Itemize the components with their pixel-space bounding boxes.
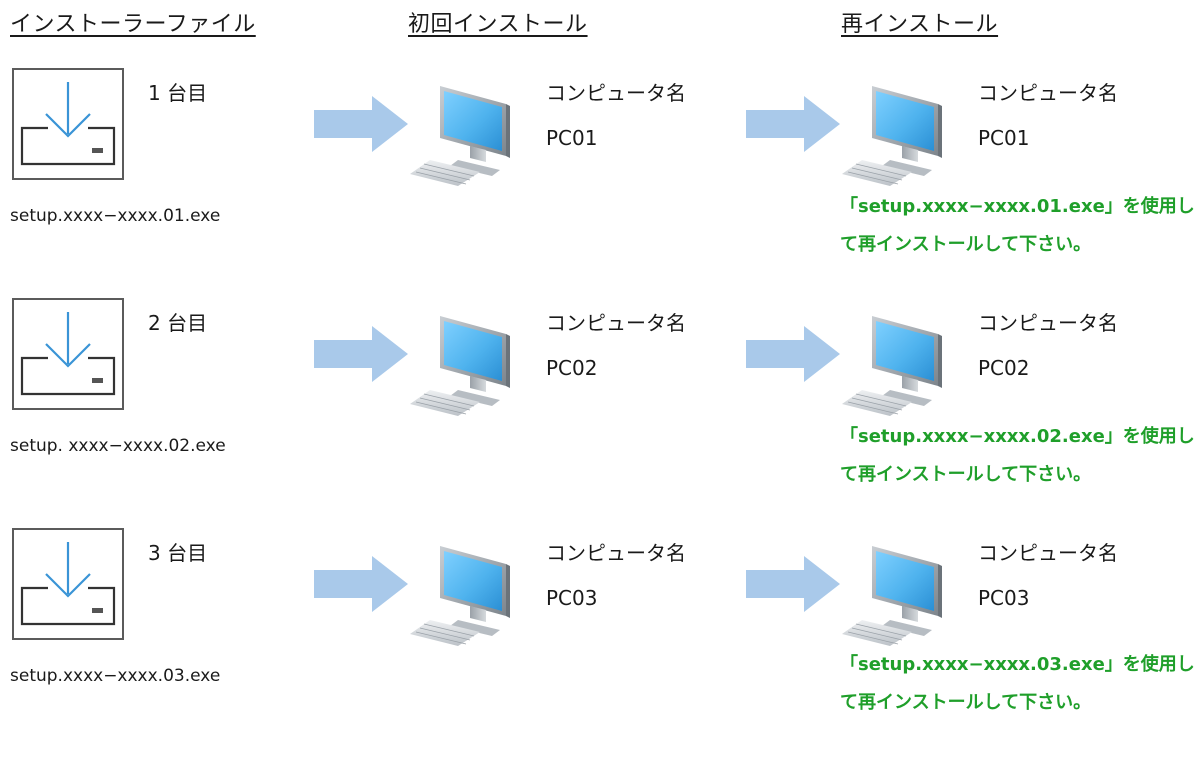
right-arrow-icon bbox=[314, 556, 408, 612]
right-arrow-icon bbox=[746, 556, 840, 612]
device-count-label: 2 台目 bbox=[148, 311, 208, 335]
reinstall-instruction-note: 「setup.xxxx−xxxx.02.exe」を使用し て再インストールして下… bbox=[840, 418, 1200, 494]
first-install-pc-name: PC01 bbox=[546, 126, 598, 150]
first-install-pc-name: PC02 bbox=[546, 356, 598, 380]
reinstall-instruction-note: 「setup.xxxx−xxxx.03.exe」を使用し て再インストールして下… bbox=[840, 646, 1200, 722]
reinstall-pc-name: PC02 bbox=[978, 356, 1030, 380]
header-reinstall: 再インストール bbox=[841, 12, 999, 37]
header-installer-file: インストーラーファイル bbox=[10, 12, 256, 37]
installer-row: 2 台目 setup. xxxx−xxxx.02.exe コンピュータ名 PC0… bbox=[0, 298, 1201, 528]
note-line-1: 「setup.xxxx−xxxx.02.exe」を使用し bbox=[840, 426, 1195, 447]
desktop-computer-icon bbox=[410, 540, 530, 648]
note-line-2: て再インストールして下さい。 bbox=[840, 234, 1092, 255]
right-arrow-icon bbox=[314, 326, 408, 382]
note-line-2: て再インストールして下さい。 bbox=[840, 464, 1092, 485]
note-line-1: 「setup.xxxx−xxxx.03.exe」を使用し bbox=[840, 654, 1195, 675]
reinstall-instruction-note: 「setup.xxxx−xxxx.01.exe」を使用し て再インストールして下… bbox=[840, 188, 1200, 264]
desktop-computer-icon bbox=[842, 310, 962, 418]
desktop-computer-icon bbox=[842, 540, 962, 648]
computer-name-label: コンピュータ名 bbox=[546, 541, 686, 565]
reinstall-pc-name: PC01 bbox=[978, 126, 1030, 150]
reinstall-pc-name: PC03 bbox=[978, 586, 1030, 610]
computer-name-label: コンピュータ名 bbox=[546, 81, 686, 105]
reinstall-computer-name-label: コンピュータ名 bbox=[978, 81, 1118, 105]
installer-row: 3 台目 setup.xxxx−xxxx.03.exe コンピュータ名 PC03… bbox=[0, 528, 1201, 758]
desktop-computer-icon bbox=[842, 80, 962, 188]
installer-file-name: setup. xxxx−xxxx.02.exe bbox=[10, 436, 226, 456]
first-install-pc-name: PC03 bbox=[546, 586, 598, 610]
desktop-computer-icon bbox=[410, 310, 530, 418]
reinstall-computer-name-label: コンピュータ名 bbox=[978, 311, 1118, 335]
installer-download-icon bbox=[12, 68, 124, 180]
installer-file-name: setup.xxxx−xxxx.03.exe bbox=[10, 666, 221, 686]
reinstall-computer-name-label: コンピュータ名 bbox=[978, 541, 1118, 565]
device-count-label: 1 台目 bbox=[148, 81, 208, 105]
computer-name-label: コンピュータ名 bbox=[546, 311, 686, 335]
right-arrow-icon bbox=[314, 96, 408, 152]
right-arrow-icon bbox=[746, 96, 840, 152]
note-line-1: 「setup.xxxx−xxxx.01.exe」を使用し bbox=[840, 196, 1195, 217]
installer-file-name: setup.xxxx−xxxx.01.exe bbox=[10, 206, 221, 226]
installer-row: 1 台目 setup.xxxx−xxxx.01.exe コンピュータ名 PC01… bbox=[0, 68, 1201, 298]
device-count-label: 3 台目 bbox=[148, 541, 208, 565]
right-arrow-icon bbox=[746, 326, 840, 382]
note-line-2: て再インストールして下さい。 bbox=[840, 692, 1092, 713]
desktop-computer-icon bbox=[410, 80, 530, 188]
installer-download-icon bbox=[12, 298, 124, 410]
installer-download-icon bbox=[12, 528, 124, 640]
header-first-install: 初回インストール bbox=[408, 12, 588, 37]
